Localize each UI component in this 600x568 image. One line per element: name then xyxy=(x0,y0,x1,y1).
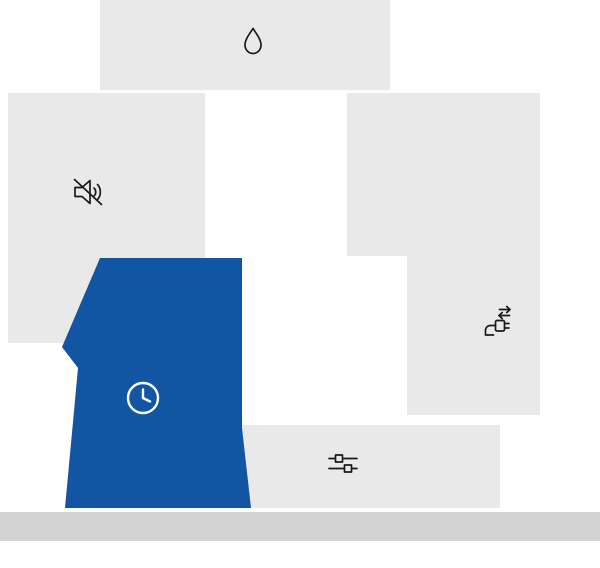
tile-connect[interactable] xyxy=(407,93,540,415)
tile-water[interactable] xyxy=(100,0,390,90)
sliders-icon xyxy=(328,454,358,473)
bottom-bar xyxy=(0,512,600,541)
clock-icon xyxy=(126,381,160,415)
speaker-muted-icon xyxy=(73,178,103,206)
plug-swap-icon xyxy=(484,305,511,336)
tile-timer[interactable] xyxy=(62,258,252,508)
accent-polygon xyxy=(62,258,251,508)
water-drop-icon xyxy=(244,27,262,55)
tile-settings[interactable] xyxy=(210,425,500,508)
